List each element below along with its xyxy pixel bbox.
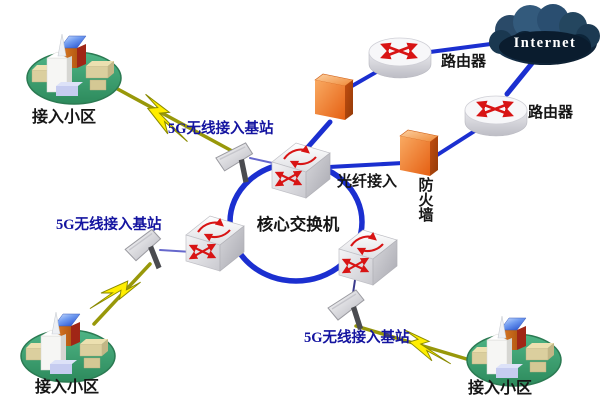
community-bottom-left-label: 接入小区 [35,377,99,396]
fiber-firewall-switch [327,161,405,169]
router-right-label: 路由器 [528,103,574,121]
base-station-bottom-label: 5G无线接入基站 [304,328,410,346]
fiber-internet-router-right [504,59,536,97]
base-station-top-antenna [212,139,255,185]
firewall-label-char2: 火 [418,192,434,209]
fiber-access-label: 光纤接入 [336,172,397,190]
core-switch-bottom-node [339,230,397,285]
community-top-left-node [26,33,122,105]
labels: 路由器 路由器 光纤接入 防 火 墙 核心交换机 5G无线接入基站 5G无线接入… [32,52,574,397]
core-switch-label: 核心交换机 [257,214,340,234]
base-station-left-label: 5G无线接入基站 [56,215,162,233]
community-bottom-right-node [466,315,562,387]
core-switch-top-node [272,143,330,198]
wireless-link-top [110,84,234,153]
fiber-switch-firewall-top [305,119,333,150]
connections [92,40,536,368]
community-bottom-right-label: 接入小区 [468,378,532,397]
community-bottom-left-node [20,311,116,383]
core-switch-left-node [186,216,244,271]
base-station-bottom-antenna [327,289,365,331]
router-right-node [465,96,527,136]
internet-cloud-node: Internet [489,4,600,65]
firewall-top-node [314,73,354,121]
router-top-node [369,38,431,78]
community-top-left-label: 接入小区 [32,107,96,126]
router-top-label: 路由器 [441,52,487,70]
fiber-router-right-firewall [432,125,483,159]
base-station-left-antenna [123,228,164,273]
base-station-top-label: 5G无线接入基站 [168,119,274,137]
firewall-label-char1: 防 [418,176,433,194]
lightning-bolt-left [88,266,142,323]
internet-label: Internet [514,35,577,51]
firewall-right-node [399,129,439,177]
firewall-label-char3: 墙 [418,206,433,224]
